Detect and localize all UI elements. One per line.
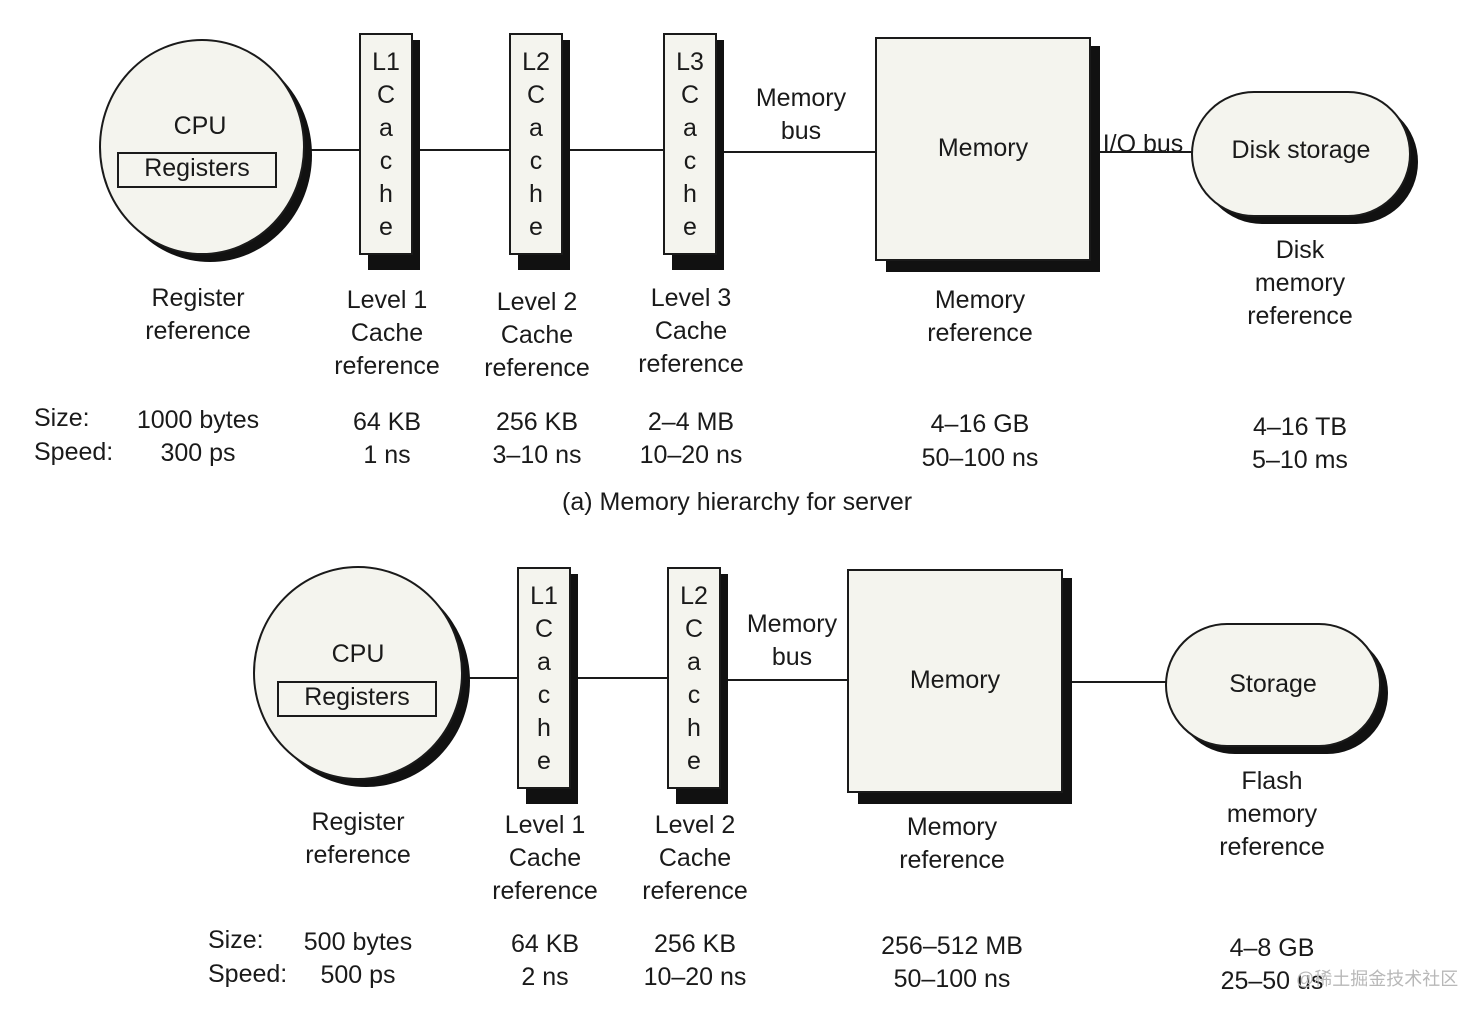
server-disk-speed: 5–10 ms bbox=[1252, 446, 1348, 474]
server-l2-letters: L2 C a c h e bbox=[522, 48, 550, 241]
device-l2-box bbox=[667, 567, 721, 789]
server-memory-title: Memory bbox=[937, 134, 1029, 162]
device-storage-size: 4–8 GB bbox=[1229, 934, 1315, 962]
server-l3-letters: L3 C a c h e bbox=[676, 48, 704, 241]
server-l3-box bbox=[663, 33, 717, 255]
server-l1-speed: 1 ns bbox=[363, 441, 411, 469]
server-memory-size: 4–16 GB bbox=[930, 410, 1030, 438]
server-cpu-title: CPU bbox=[173, 112, 227, 140]
device-storage-reference: Flash memory reference bbox=[1219, 767, 1325, 861]
server-registers-box bbox=[117, 152, 277, 188]
device-memory-size: 256–512 MB bbox=[881, 932, 1023, 960]
device-l1-letters: L1 C a c h e bbox=[530, 582, 558, 775]
server-cpu-speed: 300 ps bbox=[160, 439, 236, 467]
device-l2-size: 256 KB bbox=[653, 930, 736, 958]
device-registers-box bbox=[277, 681, 437, 717]
server-io-bus-label: I/O bus bbox=[1102, 130, 1184, 158]
device-l2-speed: 10–20 ns bbox=[643, 963, 747, 991]
device-l1-speed: 2 ns bbox=[521, 963, 569, 991]
device-registers-label: Registers bbox=[304, 683, 410, 711]
device-memory-speed: 50–100 ns bbox=[893, 965, 1011, 993]
device-cpu-reference: Register reference bbox=[305, 808, 411, 869]
server-speed-label: Speed: bbox=[34, 438, 114, 466]
server-disk-size: 4–16 TB bbox=[1252, 413, 1348, 441]
device-memory-box bbox=[847, 569, 1063, 793]
watermark: @稀土掘金技术社区 bbox=[1296, 969, 1459, 989]
device-cpu-circle bbox=[253, 566, 463, 780]
server-disk-reference: Disk memory reference bbox=[1247, 236, 1353, 330]
device-storage-pill bbox=[1165, 623, 1381, 747]
device-memory-title: Memory bbox=[909, 666, 1001, 694]
device-l1-size: 64 KB bbox=[510, 930, 580, 958]
server-cpu-reference: Register reference bbox=[145, 284, 251, 345]
server-l3-size: 2–4 MB bbox=[647, 408, 735, 436]
server-l1-reference: Level 1 Cache reference bbox=[334, 286, 440, 380]
server-registers-label: Registers bbox=[144, 154, 250, 182]
server-caption: (a) Memory hierarchy for server bbox=[562, 488, 913, 516]
server-cpu-circle bbox=[99, 39, 305, 255]
device-l2-letters: L2 C a c h e bbox=[680, 582, 708, 775]
server-l3-reference: Level 3 Cache reference bbox=[638, 284, 744, 378]
device-cpu-size: 500 bytes bbox=[303, 928, 413, 956]
server-memory-bus-label: Memory bus bbox=[755, 84, 847, 145]
device-memory-bus-label: Memory bus bbox=[746, 610, 838, 671]
device-l1-reference: Level 1 Cache reference bbox=[492, 811, 598, 905]
server-memory-reference: Memory reference bbox=[927, 286, 1033, 347]
server-l1-letters: L1 C a c h e bbox=[372, 48, 400, 241]
server-cpu-size: 1000 bytes bbox=[136, 406, 260, 434]
device-cpu-title: CPU bbox=[331, 640, 385, 668]
device-storage-title: Storage bbox=[1229, 670, 1317, 698]
server-size-label: Size: bbox=[34, 404, 90, 432]
server-l1-box bbox=[359, 33, 413, 255]
device-cpu-speed: 500 ps bbox=[320, 961, 396, 989]
device-memory-reference: Memory reference bbox=[899, 813, 1005, 874]
device-size-label: Size: bbox=[208, 926, 264, 954]
device-speed-label: Speed: bbox=[208, 960, 288, 988]
server-l1-size: 64 KB bbox=[352, 408, 422, 436]
server-disk-title: Disk storage bbox=[1231, 136, 1371, 164]
server-l2-speed: 3–10 ns bbox=[492, 441, 582, 469]
server-memory-box bbox=[875, 37, 1091, 261]
device-l2-reference: Level 2 Cache reference bbox=[642, 811, 748, 905]
server-l2-box bbox=[509, 33, 563, 255]
server-memory-speed: 50–100 ns bbox=[921, 444, 1039, 472]
device-storage-speed: 25–50 us bbox=[1220, 967, 1324, 995]
server-l2-reference: Level 2 Cache reference bbox=[484, 288, 590, 382]
server-l2-size: 256 KB bbox=[495, 408, 578, 436]
server-disk-pill bbox=[1191, 91, 1411, 217]
server-l3-speed: 10–20 ns bbox=[639, 441, 743, 469]
device-l1-box bbox=[517, 567, 571, 789]
